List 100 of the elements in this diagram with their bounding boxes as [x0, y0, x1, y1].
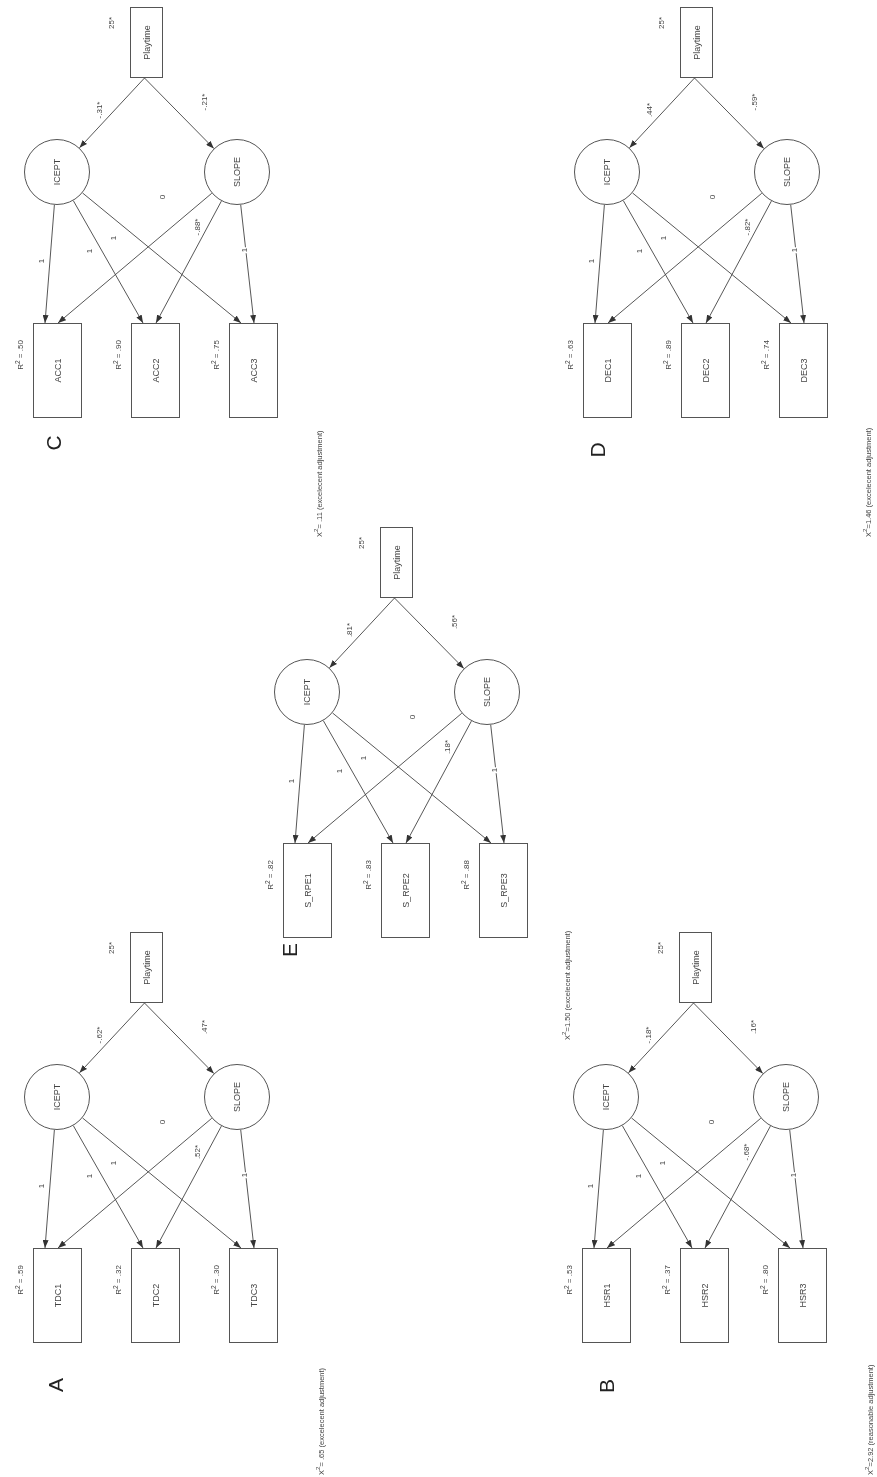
path-coefficient: -.31* [96, 100, 104, 120]
variable-name: ICEPT [601, 1083, 611, 1111]
variance-label: 25* [358, 537, 366, 549]
path-coefficient: .52* [194, 1143, 202, 1161]
variable-name: HSR1 [601, 1283, 612, 1308]
indicator-box [779, 323, 828, 418]
variable-name: TDC2 [150, 1283, 161, 1308]
indicator-box [229, 323, 278, 418]
variance-label: 25* [657, 942, 665, 954]
indicator-box [583, 323, 632, 418]
path-coefficient: -.82* [744, 217, 752, 237]
path-coefficient: 0 [708, 1118, 716, 1126]
variable-name: S_RPE2 [400, 873, 411, 908]
variable-name: HSR2 [699, 1283, 710, 1308]
variable-name: DEC2 [700, 358, 711, 383]
indicator-box [131, 323, 180, 418]
path-coefficient: 1 [659, 1159, 667, 1167]
path-coefficient: .56* [451, 613, 459, 631]
path-coefficient: 1 [791, 246, 799, 254]
path-coefficient: 1 [110, 1159, 118, 1167]
indicator-box [33, 1248, 82, 1343]
latent-variable-circle [24, 139, 90, 205]
path-coefficient: -.18* [645, 1025, 653, 1045]
variable-name: SLOPE [782, 157, 792, 187]
latent-variable-circle [24, 1064, 90, 1130]
path-coefficient: 1 [360, 754, 368, 762]
path-coefficient: 1 [38, 1182, 46, 1190]
path-coefficient: 1 [241, 246, 249, 254]
path-coefficient: 1 [790, 1171, 798, 1179]
variable-name: TDC1 [52, 1283, 63, 1308]
indicator-box [33, 323, 82, 418]
path-coefficient: 0 [409, 713, 417, 721]
variable-name: S_RPE1 [302, 873, 313, 908]
path-coefficient: 1 [588, 257, 596, 265]
variable-name: ICEPT [52, 158, 62, 186]
variable-name: HSR3 [797, 1283, 808, 1308]
panel-letter: B [595, 1379, 617, 1393]
path-coefficient: 0 [159, 1118, 167, 1126]
indicator-box [681, 323, 730, 418]
indicator-box [479, 843, 528, 938]
indicator-box [131, 1248, 180, 1343]
path-coefficient: -.59* [751, 92, 759, 112]
path-coefficient: 0 [159, 193, 167, 201]
path-coefficient: .18* [444, 738, 452, 756]
path-coefficient: 1 [288, 777, 296, 785]
variable-name: Playtime [691, 25, 702, 60]
path-coefficient: 1 [241, 1171, 249, 1179]
path-coefficient: 1 [635, 1172, 643, 1180]
variance-label: 25* [108, 942, 116, 954]
latent-variable-circle [574, 139, 640, 205]
indicator-box [229, 1248, 278, 1343]
variable-name: SLOPE [482, 677, 492, 707]
indicator-box [778, 1248, 827, 1343]
path-coefficient: .47* [201, 1018, 209, 1036]
path-coefficient: .16* [750, 1018, 758, 1036]
path-coefficient: 1 [636, 247, 644, 255]
path-coefficient: 1 [86, 247, 94, 255]
path-coefficient: 0 [709, 193, 717, 201]
path-coefficient: 1 [110, 234, 118, 242]
panel-letter: E [278, 943, 300, 957]
latent-variable-circle [204, 139, 270, 205]
indicator-box [680, 1248, 729, 1343]
latent-variable-circle [204, 1064, 270, 1130]
variance-label: 25* [108, 17, 116, 29]
predictor-box [130, 7, 163, 78]
variable-name: ICEPT [52, 1083, 62, 1111]
variable-name: ACC3 [248, 358, 259, 383]
indicator-box [582, 1248, 631, 1343]
path-coefficient: .44* [646, 101, 654, 119]
variable-name: S_RPE3 [498, 873, 509, 908]
variable-name: SLOPE [232, 1082, 242, 1112]
variable-name: ACC1 [52, 358, 63, 383]
variable-name: TDC3 [248, 1283, 259, 1308]
path-coefficient: 1 [38, 257, 46, 265]
predictor-box [380, 527, 413, 598]
path-coefficient: 1 [491, 766, 499, 774]
panel-letter: C [42, 435, 64, 451]
path-coefficient: -.21* [201, 92, 209, 112]
variable-name: Playtime [391, 545, 402, 580]
predictor-box [130, 932, 163, 1003]
path-coefficient: .81* [346, 621, 354, 639]
variable-name: DEC3 [798, 358, 809, 383]
path-coefficient: -.88* [194, 217, 202, 237]
predictor-box [680, 7, 713, 78]
variable-name: ACC2 [150, 358, 161, 383]
path-coefficient: 1 [86, 1172, 94, 1180]
path-coefficient: 1 [660, 234, 668, 242]
variable-name: SLOPE [232, 157, 242, 187]
latent-variable-circle [573, 1064, 639, 1130]
latent-variable-circle [274, 659, 340, 725]
latent-variable-circle [753, 1064, 819, 1130]
panel-letter: A [44, 1378, 66, 1392]
path-coefficient: 1 [587, 1182, 595, 1190]
path-coefficient: -.62* [96, 1025, 104, 1045]
variable-name: Playtime [690, 950, 701, 985]
indicator-box [381, 843, 430, 938]
latent-variable-circle [454, 659, 520, 725]
predictor-box [679, 932, 712, 1003]
variable-name: Playtime [141, 25, 152, 60]
variable-name: Playtime [141, 950, 152, 985]
